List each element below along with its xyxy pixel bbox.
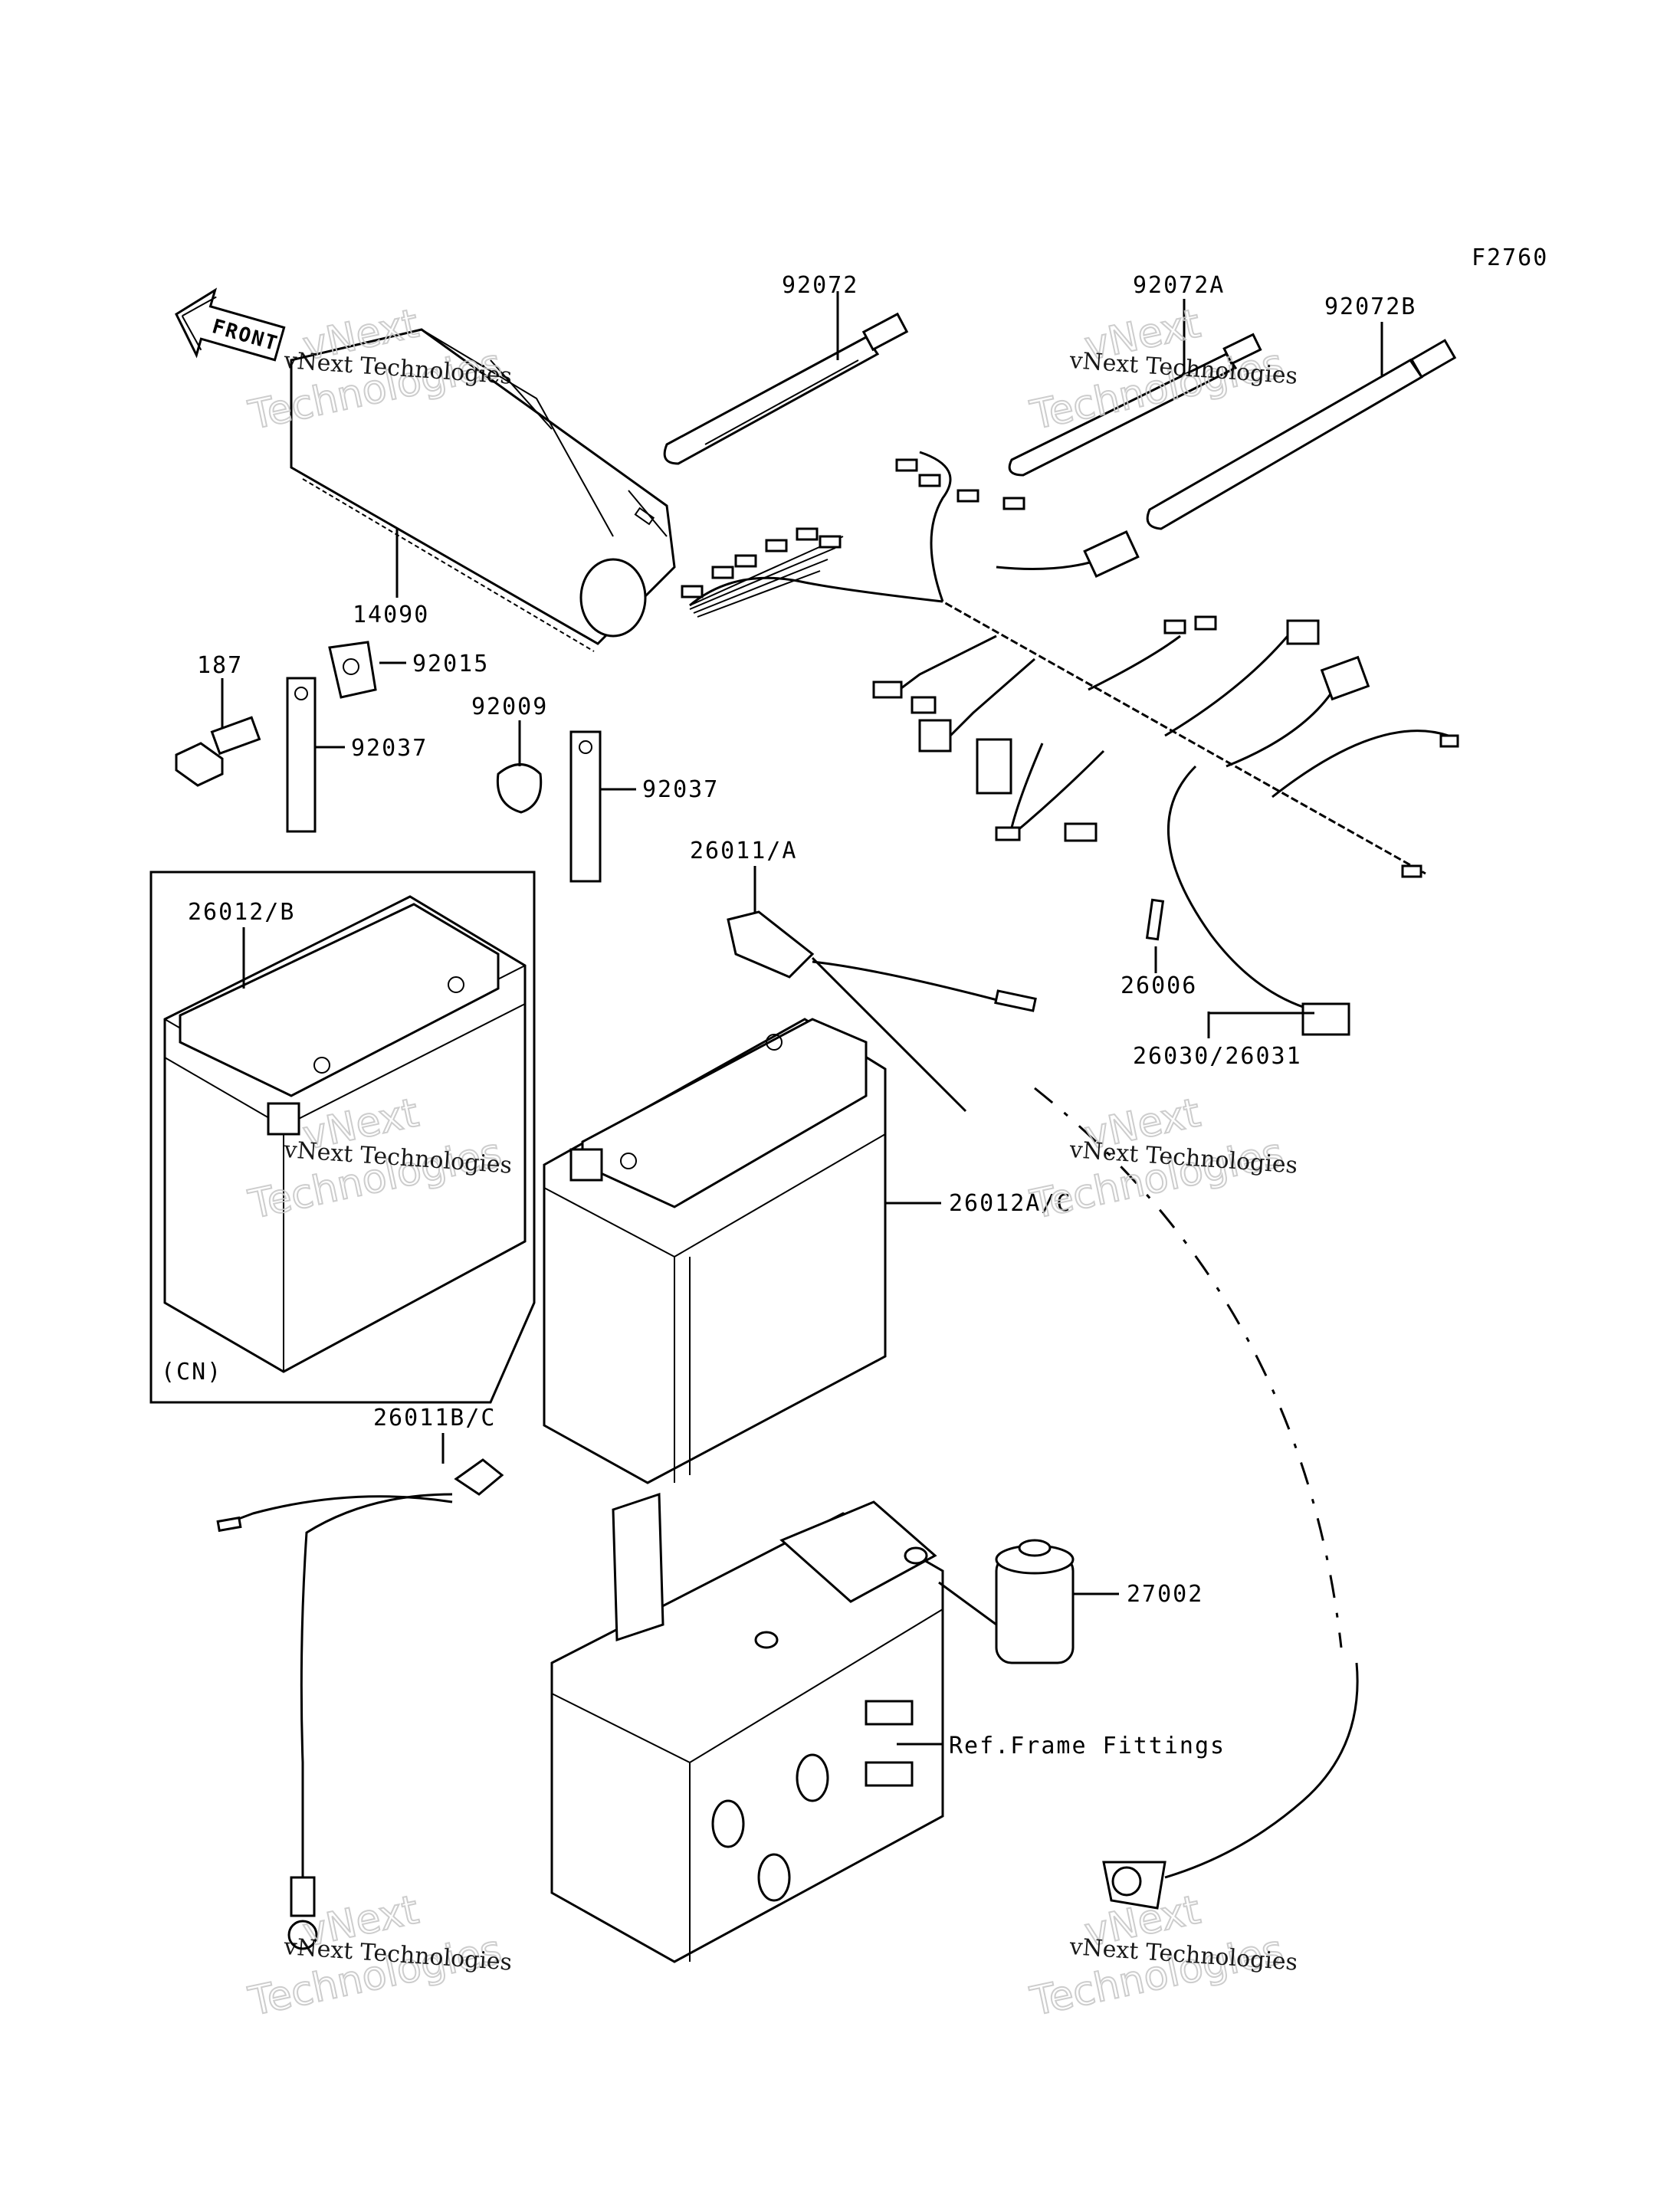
battery-26012B xyxy=(163,895,527,1373)
figure-code: F2760 xyxy=(1472,244,1548,271)
bolt-187 xyxy=(175,716,261,787)
label-92015: 92015 xyxy=(412,651,489,677)
relay-27002 xyxy=(995,1539,1075,1664)
label-26012AC: 26012A/C xyxy=(949,1190,1072,1217)
label-26011BC: 26011B/C xyxy=(373,1405,497,1431)
label-14090: 14090 xyxy=(353,602,429,628)
cable-tie-92072A xyxy=(1008,333,1262,477)
label-92072A: 92072A xyxy=(1133,272,1225,299)
main-wiring-harness xyxy=(681,451,1459,1036)
watermark-6: Technologies vNext vNext Technologies xyxy=(1025,1886,1298,2025)
label-92037-a: 92037 xyxy=(351,735,428,762)
cable-tie-92072 xyxy=(663,312,909,465)
cn-inset-frame xyxy=(149,871,536,1404)
battery-cable-26011A xyxy=(727,910,1343,1648)
label-26030-26031: 26030/26031 xyxy=(1133,1043,1302,1070)
front-arrow-icon: FRONT xyxy=(175,287,286,362)
label-26011A: 26011/A xyxy=(690,838,797,864)
fuse-26006 xyxy=(1145,898,1165,941)
label-26006: 26006 xyxy=(1121,972,1197,999)
battery-cover xyxy=(290,328,676,652)
watermark-5: Technologies vNext vNext Technologies xyxy=(244,1886,513,2025)
nut-92015 xyxy=(328,641,377,699)
ground-cable-26011BC xyxy=(216,1458,504,1950)
label-187: 187 xyxy=(197,652,243,679)
label-92072B: 92072B xyxy=(1324,293,1416,320)
label-27002: 27002 xyxy=(1127,1581,1203,1608)
label-ref-frame-fittings: Ref.Frame Fittings xyxy=(949,1733,1226,1759)
rivet-92009 xyxy=(496,763,543,814)
label-92009: 92009 xyxy=(471,694,548,720)
watermark-3: Technologies vNext vNext Technologies xyxy=(244,1089,513,1228)
battery-26012AC xyxy=(543,1018,887,1484)
label-cn: (CN) xyxy=(161,1359,222,1385)
watermark-4: Technologies vNext vNext Technologies xyxy=(1025,1089,1298,1228)
terminal-92037-b xyxy=(569,730,602,883)
label-92072: 92072 xyxy=(782,272,858,299)
terminal-92037-a xyxy=(286,677,317,833)
watermark-2: Technologies vNext vNext Technologies xyxy=(1025,300,1298,439)
label-26012B: 26012/B xyxy=(188,899,295,926)
cable-tie-92072B xyxy=(1146,339,1457,530)
label-92037-b: 92037 xyxy=(642,776,719,803)
battery-case-frame-fittings xyxy=(550,1492,944,1963)
battery-cable-end xyxy=(1102,1662,1359,1910)
